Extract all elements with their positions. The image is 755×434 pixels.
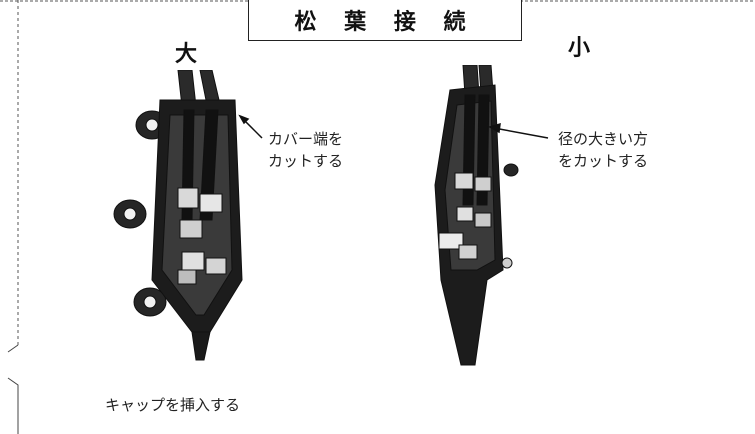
- caption-text: キャップを挿入する: [105, 396, 241, 414]
- small-note: 径の大きい方 をカットする: [558, 128, 648, 172]
- small-connector-illustration: [434, 65, 519, 366]
- large-pointer-arrow: [238, 114, 263, 139]
- large-note-line2: カットする: [268, 152, 344, 170]
- large-connector-illustration: [113, 70, 243, 361]
- large-connector-image: [113, 70, 243, 361]
- small-note-line1: 径の大きい方: [558, 130, 649, 148]
- page-title: 松 葉 接 続: [294, 10, 476, 35]
- large-heading: 大: [175, 42, 198, 67]
- small-note-line2: をカットする: [558, 152, 649, 170]
- small-heading: 小: [568, 36, 591, 61]
- small-pointer-arrow: [488, 122, 549, 139]
- small-connector-image: [434, 65, 519, 366]
- title-box: 松 葉 接 続: [248, 0, 522, 41]
- large-note-line1: カバー端を: [268, 130, 344, 148]
- large-note: カバー端を カットする: [268, 128, 343, 172]
